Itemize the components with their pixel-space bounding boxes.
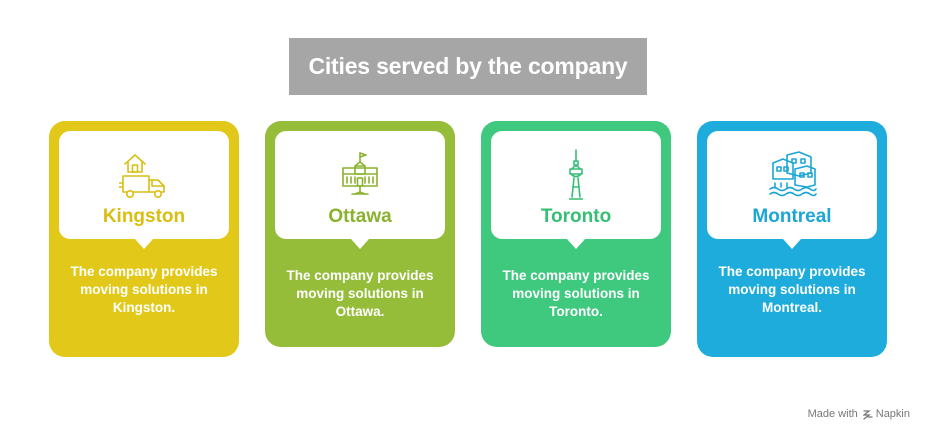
speech-pointer: [783, 239, 801, 249]
habitat-building-icon: [769, 151, 817, 197]
speech-pointer: [135, 239, 153, 249]
speech-pointer: [351, 239, 369, 249]
city-name: Ottawa: [328, 206, 392, 227]
napkin-logo-icon: [862, 409, 873, 420]
city-description: The company provides moving solutions in…: [286, 268, 434, 319]
card-header-panel: Toronto: [491, 131, 661, 239]
speech-pointer: [567, 239, 585, 249]
city-name: Kingston: [102, 206, 186, 227]
moving-truck-house-icon: [119, 154, 165, 198]
made-with-napkin-watermark: Made with Napkin: [808, 408, 910, 420]
city-description: The company provides moving solutions in…: [70, 264, 218, 315]
city-card-kingston: Kingston The company provides moving sol…: [49, 121, 239, 357]
city-card-toronto: Toronto The company provides moving solu…: [481, 121, 671, 347]
card-header-panel: Kingston: [59, 131, 229, 239]
city-card-ottawa: Ottawa The company provides moving solut…: [265, 121, 455, 347]
title-banner: Cities served by the company: [289, 38, 647, 95]
city-name: Toronto: [540, 206, 612, 227]
city-description: The company provides moving solutions in…: [718, 264, 866, 315]
city-description: The company provides moving solutions in…: [502, 268, 650, 319]
card-header-panel: Montreal: [707, 131, 877, 239]
watermark-prefix: Made with: [807, 408, 858, 420]
city-card-montreal: Montreal The company provides moving sol…: [697, 121, 887, 357]
cn-tower-icon: [569, 149, 583, 200]
watermark-brand: Napkin: [875, 408, 910, 420]
card-header-panel: Ottawa: [275, 131, 445, 239]
page-title: Cities served by the company: [308, 53, 628, 79]
parliament-building-icon: [342, 152, 378, 195]
city-name: Montreal: [752, 206, 832, 227]
